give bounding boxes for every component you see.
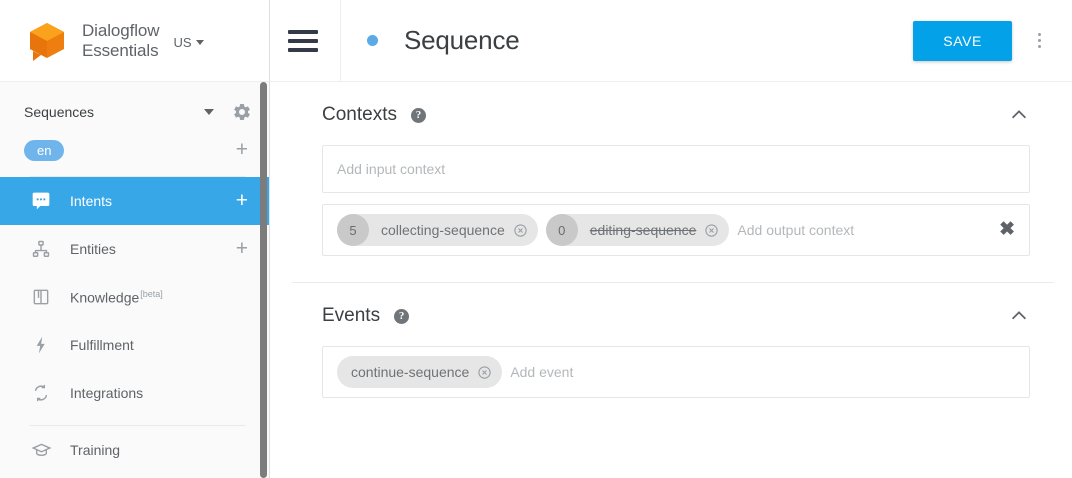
brand-title-line2: Essentials bbox=[82, 40, 159, 60]
agent-name: Sequences bbox=[24, 104, 95, 120]
lightning-bolt-icon bbox=[30, 334, 52, 356]
sidebar-divider-bottom bbox=[30, 425, 246, 426]
sidebar-item-integrations[interactable]: Integrations bbox=[0, 369, 270, 417]
contexts-section: Contexts ? Add input context 5 co bbox=[270, 82, 1072, 256]
sidebar-divider-top bbox=[30, 176, 246, 177]
region-selector[interactable]: US bbox=[173, 31, 204, 50]
output-context-chip[interactable]: 5 collecting-sequence bbox=[337, 214, 538, 246]
output-context-field[interactable]: 5 collecting-sequence 0 editing-sequence bbox=[322, 204, 1030, 256]
main-panel: Sequence SAVE Contexts ? bbox=[270, 0, 1072, 478]
sidebar-item-label: Fulfillment bbox=[70, 337, 134, 353]
sidebar-item-fulfillment[interactable]: Fulfillment bbox=[0, 321, 270, 369]
sync-arrows-icon bbox=[30, 382, 52, 404]
speech-bubble-icon bbox=[30, 190, 52, 212]
page-title: Sequence bbox=[404, 25, 520, 55]
dialogflow-cube-logo bbox=[24, 18, 70, 64]
chevron-up-icon[interactable] bbox=[1008, 104, 1030, 126]
sidebar-item-intents[interactable]: Intents + bbox=[0, 177, 270, 225]
output-context-placeholder: Add output context bbox=[737, 222, 855, 238]
brand-title: Dialogflow Essentials bbox=[82, 20, 160, 61]
book-icon bbox=[30, 286, 52, 308]
help-question-icon[interactable]: ? bbox=[410, 107, 426, 123]
language-row: en + bbox=[0, 132, 270, 168]
gear-icon[interactable] bbox=[232, 102, 252, 122]
sidebar-item-training[interactable]: Training bbox=[0, 426, 270, 474]
events-placeholder: Add event bbox=[510, 364, 574, 380]
agent-selector[interactable]: Sequences bbox=[0, 92, 270, 132]
sidebar-border bbox=[269, 0, 270, 478]
hamburger-menu-icon[interactable] bbox=[288, 29, 318, 52]
events-header: Events ? bbox=[322, 283, 1030, 335]
sitemap-icon bbox=[30, 238, 52, 260]
chip-remove-icon[interactable] bbox=[704, 223, 719, 238]
region-label: US bbox=[173, 35, 192, 50]
beta-badge: [beta] bbox=[140, 288, 163, 299]
graduation-cap-icon bbox=[30, 439, 52, 461]
chip-label: collecting-sequence bbox=[381, 222, 505, 238]
chip-remove-icon[interactable] bbox=[513, 223, 528, 238]
event-chip[interactable]: continue-sequence bbox=[337, 356, 503, 388]
contexts-header: Contexts ? bbox=[322, 82, 1030, 134]
add-language-button[interactable]: + bbox=[235, 138, 248, 161]
add-entity-button[interactable]: + bbox=[235, 237, 248, 260]
chevron-up-icon[interactable] bbox=[1008, 305, 1030, 327]
help-question-icon[interactable]: ? bbox=[394, 308, 410, 324]
sidebar-item-label: Entities bbox=[70, 241, 116, 257]
contexts-title: Contexts bbox=[322, 104, 397, 125]
toolbar-divider bbox=[340, 0, 341, 82]
save-button[interactable]: SAVE bbox=[913, 20, 1012, 61]
sidebar-item-entities[interactable]: Entities + bbox=[0, 225, 270, 273]
sidebar-item-label: Integrations bbox=[70, 385, 144, 401]
knowledge-text: Knowledge bbox=[70, 289, 140, 306]
top-bar: Sequence SAVE bbox=[270, 0, 1072, 82]
input-context-placeholder: Add input context bbox=[337, 161, 446, 177]
sidebar-scrollbar[interactable] bbox=[260, 82, 267, 478]
sidebar-item-label: Knowledge[beta] bbox=[70, 289, 248, 306]
chip-lifespan-badge: 5 bbox=[337, 214, 369, 246]
add-intent-button[interactable]: + bbox=[235, 189, 248, 212]
close-x-icon[interactable]: ✖ bbox=[999, 219, 1015, 240]
kebab-menu-icon[interactable] bbox=[1026, 33, 1052, 48]
events-field[interactable]: continue-sequence Add event bbox=[322, 346, 1030, 398]
chip-label: editing-sequence bbox=[589, 222, 697, 238]
chip-remove-icon[interactable] bbox=[477, 365, 492, 380]
caret-down-icon bbox=[195, 40, 204, 45]
language-pill-en[interactable]: en bbox=[24, 139, 65, 161]
brand-header[interactable]: Dialogflow Essentials US bbox=[0, 0, 270, 82]
section-divider bbox=[292, 282, 1054, 283]
brand-title-line1: Dialogflow bbox=[82, 20, 160, 40]
caret-down-icon[interactable] bbox=[204, 109, 214, 115]
sidebar-item-knowledge[interactable]: Knowledge[beta] bbox=[0, 273, 270, 321]
output-context-chip[interactable]: 0 editing-sequence bbox=[545, 214, 730, 246]
intent-editor-content: Contexts ? Add input context 5 co bbox=[270, 82, 1072, 478]
status-badge bbox=[367, 35, 378, 46]
chip-label: continue-sequence bbox=[351, 364, 470, 380]
sidebar-item-label: Training bbox=[70, 442, 121, 458]
chip-lifespan-badge: 0 bbox=[545, 214, 578, 246]
events-section: Events ? continue-sequence bbox=[270, 283, 1072, 398]
sidebar: Dialogflow Essentials US Sequences en + bbox=[0, 0, 270, 478]
events-title: Events bbox=[322, 305, 381, 326]
input-context-field[interactable]: Add input context bbox=[322, 145, 1030, 193]
sidebar-item-label: Intents bbox=[70, 193, 113, 209]
sidebar-nav: Intents + Entities + bbox=[0, 177, 270, 474]
